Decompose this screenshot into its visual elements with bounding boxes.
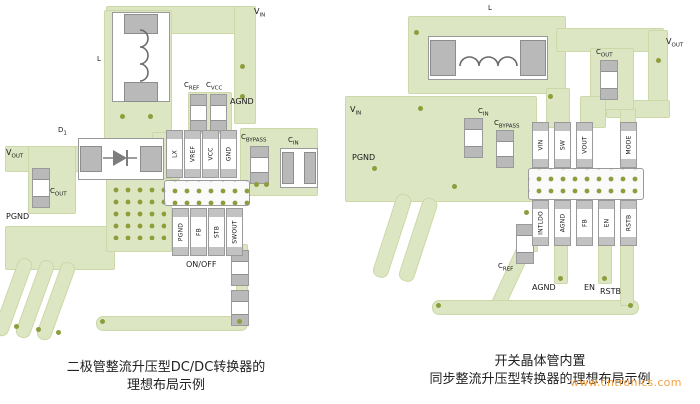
- diode-symbol-icon: [103, 150, 137, 166]
- net-label-vout: VOUT: [666, 37, 684, 49]
- via: [240, 64, 245, 69]
- inductor-pad: [124, 82, 158, 102]
- via: [120, 114, 125, 119]
- net-label-vin: VIN: [350, 105, 362, 117]
- inductor-pad: [124, 14, 158, 34]
- resistor-footprint: [231, 250, 249, 286]
- component-label-l: L: [97, 55, 101, 63]
- net-label-agnd: AGND: [532, 283, 556, 292]
- diode-pad: [80, 146, 102, 172]
- component-label-cout: COUT: [596, 48, 613, 59]
- net-label-vout: VOUT: [6, 148, 24, 160]
- net-label-vin: VIN: [254, 7, 266, 19]
- ic-pin-vin: VIN: [532, 122, 549, 168]
- component-label-cbypass: CBYPASS: [241, 133, 267, 144]
- via: [100, 319, 105, 324]
- capacitor-cbypass: [496, 130, 514, 168]
- copper-trace: [620, 244, 634, 306]
- component-label-cbypass: CBYPASS: [494, 119, 520, 130]
- via: [414, 30, 419, 35]
- via: [524, 210, 529, 215]
- copper-trace: [556, 28, 664, 52]
- net-label-rstb: RSTB: [600, 287, 622, 296]
- ic-pin-stb: STB: [208, 208, 225, 256]
- inductor-pad: [520, 40, 546, 76]
- thermal-pad: [164, 180, 250, 206]
- via: [418, 106, 423, 111]
- ic-pin-mode: MODE: [620, 122, 637, 168]
- component-label-l: L: [488, 4, 492, 12]
- component-label-cref: CREF: [498, 262, 514, 273]
- thermal-pad: [528, 168, 644, 200]
- ic-pin-vcc: VCC: [202, 130, 219, 178]
- capacitor-cin: [464, 118, 483, 158]
- capacitor-cref: [516, 224, 534, 264]
- via: [237, 319, 242, 324]
- copper-trace: [432, 300, 639, 315]
- via-grid: [110, 184, 166, 240]
- capacitor-cout: [32, 168, 50, 208]
- via: [56, 330, 61, 335]
- net-label-onoff: ON/OFF: [186, 260, 217, 269]
- ic-pin-pgnd: PGND: [172, 208, 189, 256]
- ic-pin-gnd: GND: [220, 130, 237, 178]
- capacitor-cref: [190, 94, 207, 132]
- via: [254, 182, 259, 187]
- via: [372, 166, 377, 171]
- component-label-cin: CIN: [288, 136, 299, 147]
- via: [36, 327, 41, 332]
- right-caption: 开关晶体管内置 同步整流升压型转换器的理想布局示例: [429, 354, 651, 387]
- left-caption: 二极管整流升压型DC/DC转换器的 理想布局示例: [66, 360, 266, 393]
- via: [240, 94, 245, 99]
- ic-pin-en: EN: [598, 200, 615, 246]
- ic-pin-vref: VREF: [184, 130, 201, 178]
- via: [148, 114, 153, 119]
- inductor-pad: [430, 40, 456, 76]
- ic-pin-lx: LX: [166, 130, 183, 178]
- cin-pad: [304, 152, 316, 184]
- ic-pin-intldo: INTLDO: [532, 200, 549, 246]
- ic-pin-sw: SW: [554, 122, 571, 168]
- via: [452, 184, 457, 189]
- ic-pin-vout: VOUT: [576, 122, 593, 168]
- via: [548, 94, 553, 99]
- via: [436, 303, 441, 308]
- capacitor-cbypass: [250, 146, 269, 184]
- net-label-pgnd: PGND: [352, 153, 376, 162]
- via: [656, 58, 661, 63]
- via: [628, 303, 633, 308]
- capacitor-cout: [600, 60, 618, 100]
- via: [264, 182, 269, 187]
- net-label-agnd: AGND: [230, 97, 254, 106]
- ic-pin-fb: FB: [576, 200, 593, 246]
- component-label-cout: COUT: [50, 187, 67, 198]
- component-label-cref: CREF: [184, 81, 200, 92]
- component-label-cvcc: CVCC: [206, 81, 223, 92]
- via: [602, 276, 607, 281]
- component-label-d1: D1: [58, 126, 67, 137]
- ic-pin-rstb: RSTB: [620, 200, 637, 246]
- diode-pad: [140, 146, 162, 172]
- ic-pin-fb: FB: [190, 208, 207, 256]
- component-label-cin: CIN: [478, 107, 489, 118]
- ic-pin-swout: SWOUT: [226, 208, 243, 256]
- net-label-en: EN: [584, 283, 596, 292]
- net-label-pgnd: PGND: [6, 212, 30, 221]
- ic-pin-agnd: AGND: [554, 200, 571, 246]
- via: [14, 324, 19, 329]
- inductor-coil-icon: [139, 29, 149, 82]
- via: [558, 276, 563, 281]
- cin-pad: [282, 152, 294, 184]
- capacitor-cvcc: [210, 94, 227, 132]
- inductor-coil-icon: [459, 56, 518, 67]
- copper-pour: [234, 6, 256, 124]
- watermark: www.cntronics.com: [570, 376, 682, 389]
